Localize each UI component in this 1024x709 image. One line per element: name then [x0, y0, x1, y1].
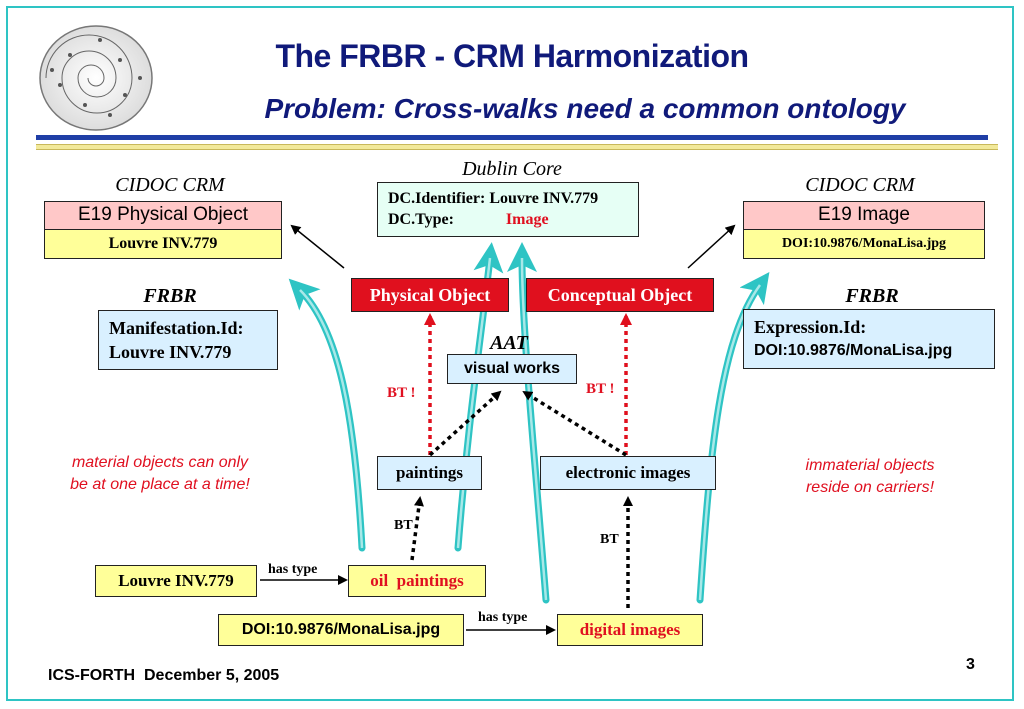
note-left-line1: material objects can only	[71, 454, 249, 471]
right-crm-heading: CIDOC CRM	[805, 174, 915, 196]
visual-works-box: visual works	[447, 354, 577, 384]
note-material-objects: material objects can only be at one plac…	[30, 452, 290, 496]
expression-id-value: DOI:10.9876/MonaLisa.jpg	[754, 342, 953, 359]
dc-type-row: DC.Type: Image	[388, 209, 628, 230]
dublin-core-box: DC.Identifier: Louvre INV.779 DC.Type: Im…	[377, 182, 639, 237]
right-frbr-heading: FRBR	[845, 285, 899, 307]
dc-identifier: DC.Identifier: Louvre INV.779	[388, 190, 599, 207]
bt-oil-paintings	[410, 496, 424, 561]
expression-id-label: Expression.Id:	[754, 317, 867, 337]
slide-title: The FRBR - CRM Harmonization	[275, 38, 749, 74]
louvre-inv-box: Louvre INV.779	[95, 565, 257, 597]
slide-subtitle: Problem: Cross-walks need a common ontol…	[264, 93, 906, 124]
note-left-line2: be at one place at a time!	[70, 476, 250, 493]
bt-label-paintings: BT	[394, 518, 413, 533]
has-type-label-2: has type	[478, 610, 528, 625]
title-rule-blue	[36, 135, 988, 140]
bt-label-images: BT	[600, 532, 619, 547]
slide-frame	[6, 6, 1014, 701]
footer-text: ICS-FORTH December 5, 2005	[48, 667, 280, 684]
dublin-core-heading: Dublin Core	[462, 158, 562, 180]
electronic-images-box: electronic images	[540, 456, 716, 490]
arrow-conceptual-to-crm	[687, 224, 736, 269]
oil-paintings-box: oil paintings	[348, 565, 486, 597]
left-crm-value-box: Louvre INV.779	[44, 229, 282, 259]
left-crm-class-box: E19 Physical Object	[44, 201, 282, 230]
cyan-arrow-oil-to-frbr	[288, 278, 366, 552]
manifestation-id-value: Louvre INV.779	[109, 342, 232, 362]
bt-label-right: BT !	[586, 381, 615, 397]
doi-box: DOI:10.9876/MonaLisa.jpg	[218, 614, 464, 646]
bt-images-visual	[522, 390, 627, 457]
paintings-box: paintings	[377, 456, 482, 490]
conceptual-object-box: Conceptual Object	[526, 278, 714, 312]
right-crm-value-box: DOI:10.9876/MonaLisa.jpg	[743, 229, 985, 259]
physical-object-box: Physical Object	[351, 278, 509, 312]
has-type-label-1: has type	[268, 562, 318, 577]
title-rule-yellow	[36, 144, 998, 150]
page-number: 3	[966, 656, 975, 673]
note-right-line2: reside on carriers!	[805, 479, 935, 496]
dc-type-key: DC.Type:	[388, 211, 454, 228]
right-crm-class-box: E19 Image	[743, 201, 985, 230]
aat-heading: AAT	[490, 332, 528, 354]
left-crm-heading: CIDOC CRM	[115, 174, 225, 196]
arrow-physical-to-crm	[290, 224, 345, 269]
note-immaterial-objects: immaterial objects reside on carriers!	[760, 455, 980, 499]
manifestation-id-label: Manifestation.Id:	[109, 318, 244, 338]
digital-images-box: digital images	[557, 614, 703, 646]
dc-type-value: Image	[505, 211, 549, 228]
left-frbr-box: Manifestation.Id: Louvre INV.779	[98, 310, 278, 370]
right-frbr-box: Expression.Id: DOI:10.9876/MonaLisa.jpg	[743, 309, 995, 369]
bt-label-left: BT !	[387, 385, 416, 401]
left-frbr-heading: FRBR	[143, 285, 197, 307]
note-right-line1: immaterial objects	[805, 457, 935, 474]
